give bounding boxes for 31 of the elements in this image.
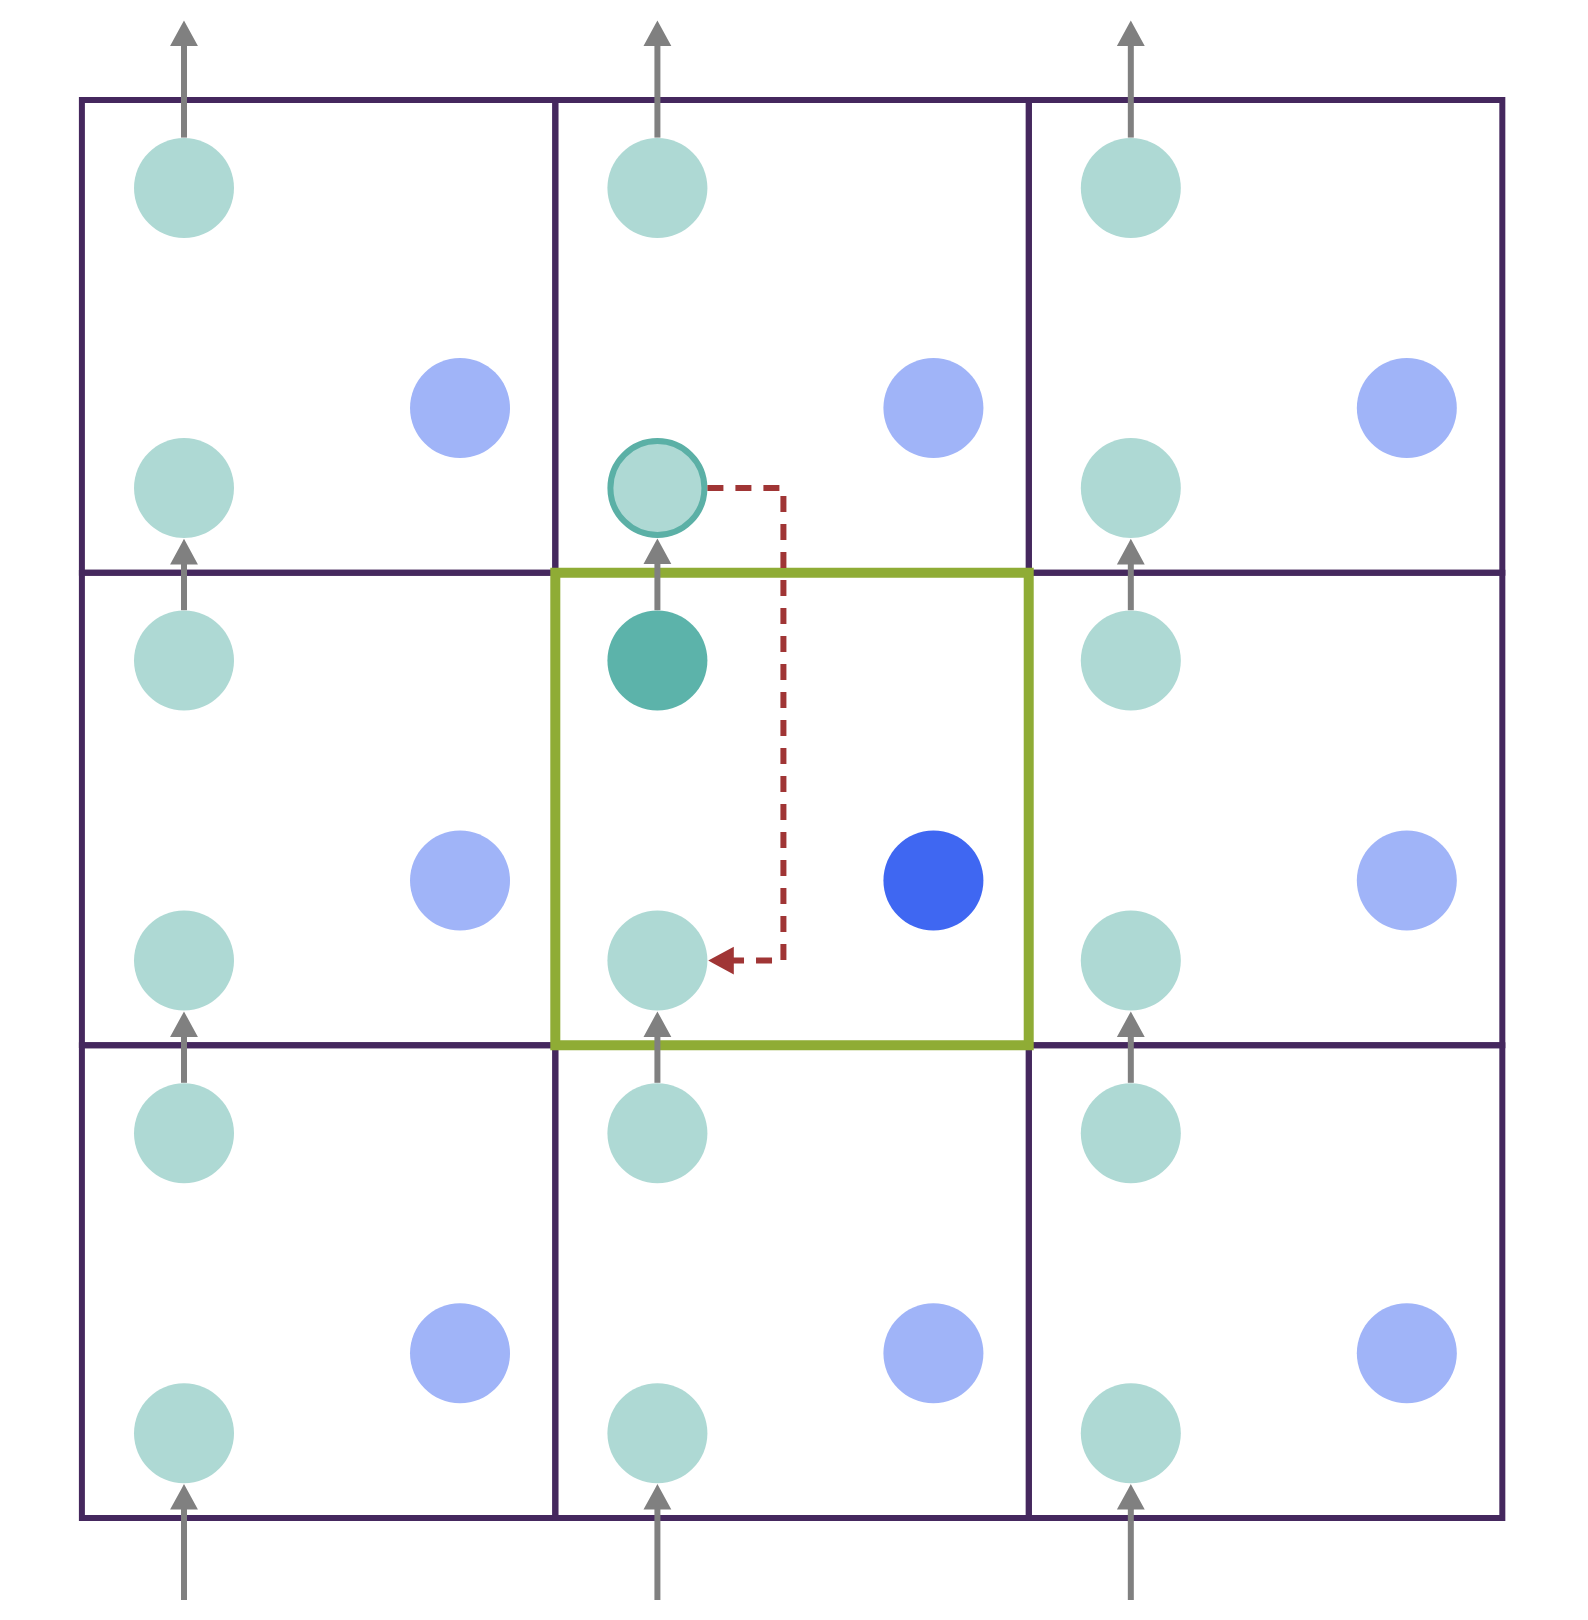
atom (1080, 1383, 1181, 1484)
atom (134, 438, 234, 538)
atom (1356, 358, 1457, 458)
dashed-arrow (707, 485, 787, 975)
highlighted-cell (550, 567, 1034, 1051)
atom (134, 910, 234, 1011)
atom (410, 358, 510, 458)
atom (134, 1083, 234, 1184)
atom (134, 1383, 234, 1484)
unit-cell (1025, 1042, 1506, 1521)
atom (607, 1083, 708, 1184)
atom (1356, 830, 1457, 931)
atom (134, 138, 234, 238)
atom (1080, 1083, 1181, 1184)
atom (1080, 438, 1181, 538)
atom (1080, 138, 1181, 238)
atom (1356, 1303, 1457, 1404)
atom (607, 1383, 708, 1484)
atom (883, 358, 984, 458)
atom (1080, 610, 1181, 711)
atom (410, 1303, 510, 1404)
atom (607, 138, 708, 238)
unit-cell (1025, 97, 1506, 576)
atom (607, 610, 708, 711)
atom (607, 910, 708, 1011)
atom (883, 1303, 984, 1404)
atom (410, 830, 510, 931)
atom (1080, 910, 1181, 1011)
atom (134, 610, 234, 711)
atom (883, 830, 984, 931)
atom (607, 438, 708, 538)
